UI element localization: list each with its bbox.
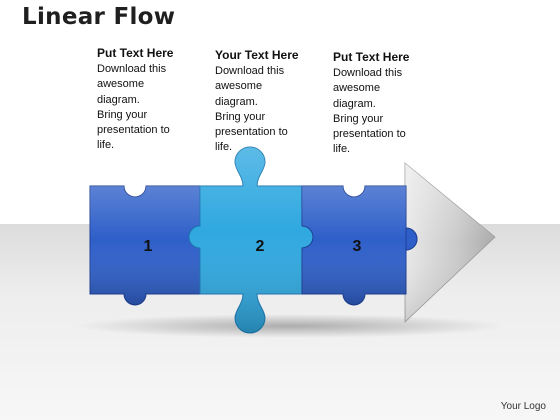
column-line: Bring your — [215, 110, 266, 123]
column-line: awesome — [97, 78, 145, 91]
column-body: Download this awesome diagram. Bring you… — [333, 66, 443, 158]
diagram-shadow — [75, 314, 505, 338]
column-heading: Put Text Here — [97, 46, 174, 60]
column-line: diagram. — [97, 93, 140, 106]
column-heading: Put Text Here — [333, 50, 410, 64]
page-title: Linear Flow — [22, 4, 176, 30]
text-column-1: Put Text Here Download this awesome diag… — [97, 46, 207, 154]
text-column-3: Put Text Here Download this awesome diag… — [333, 50, 443, 158]
column-line: Bring your — [333, 112, 384, 125]
column-heading: Your Text Here — [215, 48, 299, 62]
puzzle-piece-3-tab — [405, 227, 418, 251]
column-line: diagram. — [215, 95, 258, 108]
piece-label-2: 2 — [256, 238, 265, 255]
puzzle-piece-2-bevel — [189, 147, 313, 333]
column-line: life. — [333, 143, 351, 156]
column-line: presentation to — [215, 126, 288, 139]
column-line: presentation to — [97, 124, 170, 137]
column-line: Bring your — [97, 108, 148, 121]
piece-label-1: 1 — [144, 238, 153, 255]
puzzle-piece-3-bevel — [302, 186, 417, 305]
puzzle-piece-1-bevel — [90, 186, 200, 305]
column-line: Download this — [215, 65, 285, 77]
column-line: life. — [215, 141, 233, 154]
column-body: Download this awesome diagram. Bring you… — [97, 62, 207, 154]
column-line: Download this — [97, 63, 167, 75]
column-line: presentation to — [333, 128, 406, 141]
column-body: Download this awesome diagram. Bring you… — [215, 64, 325, 156]
text-column-2: Your Text Here Download this awesome dia… — [215, 48, 325, 156]
column-line: diagram. — [333, 97, 376, 110]
column-line: awesome — [215, 80, 263, 93]
arrow-head-shade — [405, 163, 495, 322]
logo-text: Your Logo — [500, 401, 546, 412]
column-line: Download this — [333, 67, 403, 79]
column-line: awesome — [333, 82, 381, 95]
piece-label-3: 3 — [353, 238, 362, 255]
column-line: life. — [97, 139, 115, 152]
